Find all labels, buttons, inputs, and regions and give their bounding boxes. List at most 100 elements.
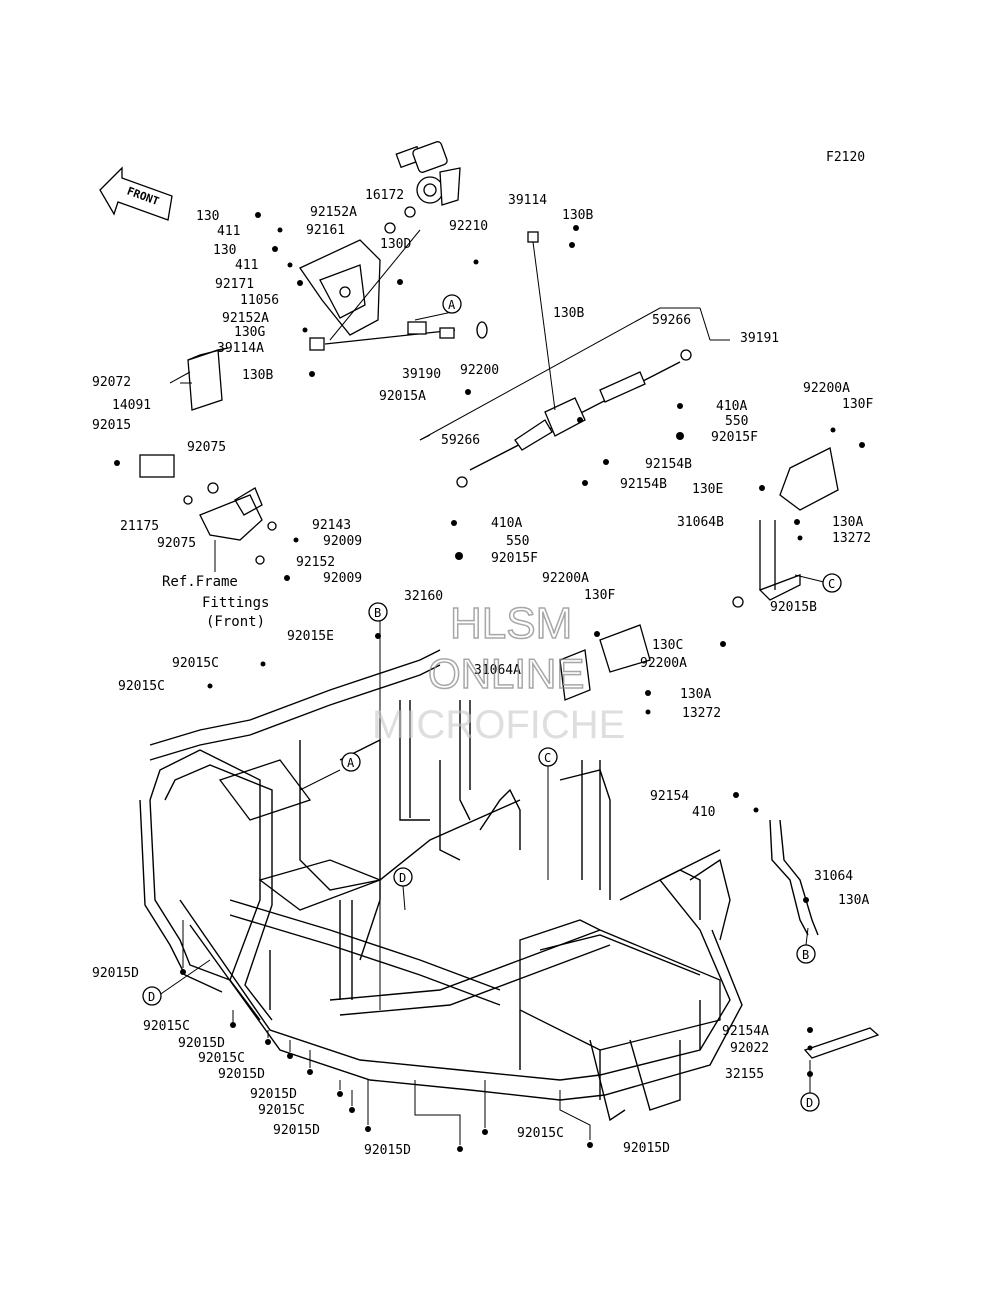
part-label: 410A [716,399,747,414]
part-label: 92015D [364,1143,411,1158]
part-label: 130B [562,208,593,223]
part-label: 92210 [449,219,488,234]
bracket-31064a [559,624,651,701]
callout-c-bracket: C [822,573,842,593]
part-label: 92171 [215,277,254,292]
part-label: 92015F [491,551,538,566]
part-label: 11056 [240,293,279,308]
part-label: 13272 [832,531,871,546]
svg-text:A: A [347,756,355,770]
part-label: 411 [235,258,258,273]
callout-c-frame: C [538,747,558,767]
part-label: 130 [196,209,219,224]
part-label: 92152A [310,205,357,220]
svg-text:B: B [802,948,809,962]
part-label: 92154B [620,477,667,492]
fastener-markers [114,212,865,1152]
part-label: 92015A [379,389,426,404]
part-label: 410 [692,805,715,820]
part-label: 92143 [312,518,351,533]
part-label: 32160 [404,589,443,604]
part-label: 130C [652,638,683,653]
svg-text:D: D [399,871,406,885]
part-label: 92015C [258,1103,305,1118]
watermark-line-1: HLSM [450,599,572,648]
svg-text:C: C [544,751,551,765]
svg-text:Ref.Frame: Ref.Frame [162,574,238,590]
part-label: 92022 [730,1041,769,1056]
svg-text:C: C [828,577,835,591]
part-label: 92200A [542,571,589,586]
part-label: 21175 [120,519,159,534]
part-label: 92015F [711,430,758,445]
svg-text:D: D [806,1096,813,1110]
callout-b-frame: B [368,602,388,622]
part-label: 92200 [460,363,499,378]
front-arrow-icon: FRONT [99,166,173,221]
callout-d-plate: D [800,1092,820,1112]
callout-b-bracket: B [796,944,816,964]
watermark-line-3: MICROFICHE [372,703,625,747]
steering-shaft-39190 [309,321,488,351]
svg-text:A: A [448,298,456,312]
part-label: 39114 [508,193,547,208]
ref-frame-note: Ref.Frame Fittings (Front) [162,574,269,630]
diagram-code: F2120 [826,150,865,165]
part-label: 92152A [222,311,269,326]
part-label: 92154A [722,1024,769,1039]
part-label: 550 [725,414,748,429]
svg-text:(Front): (Front) [206,614,265,630]
part-label: 130B [553,306,584,321]
bracket-31064 [769,819,819,936]
part-label: 16172 [365,188,404,203]
callout-d-frame-mid: D [393,867,413,887]
steering-motor-unit [384,141,461,234]
part-label: 92015C [198,1051,245,1066]
part-label: 92009 [323,571,362,586]
part-label: 130E [692,482,723,497]
part-label: 92161 [306,223,345,238]
part-label: 92152 [296,555,335,570]
part-label: 92075 [157,536,196,551]
watermark: HLSM ONLINE MICROFICHE [372,598,625,747]
part-label: 92015C [143,1019,190,1034]
part-label: 31064 [814,869,853,884]
front-fittings-bracket [139,454,277,572]
part-label: 92015D [178,1036,225,1051]
part-label: 130A [680,687,711,702]
part-label: 92154 [650,789,689,804]
callout-a-top: A [442,294,462,314]
svg-text:D: D [148,990,155,1004]
part-label: 92200A [803,381,850,396]
part-label: 130 [213,243,236,258]
main-frame [139,649,743,1122]
part-labels: 16172 92152A 92161 130 411 130 411 92171… [92,188,873,1158]
part-label: 31064B [677,515,724,530]
part-label: 59266 [652,313,691,328]
part-label: 92015D [273,1123,320,1138]
part-label: 92015D [218,1067,265,1082]
part-label: 130A [832,515,863,530]
part-label: 92075 [187,440,226,455]
part-label: 39191 [740,331,779,346]
fastener-leaders [182,920,591,1145]
part-label: 92015C [118,679,165,694]
bracket-31064b [732,447,839,608]
steering-rack-39191 [456,231,692,488]
callout-leaders [151,311,829,1093]
part-label: 550 [506,534,529,549]
part-label: 410A [491,516,522,531]
svg-text:B: B [374,606,381,620]
part-label: 92072 [92,375,131,390]
part-label: 14091 [112,398,151,413]
part-label: 130A [838,893,869,908]
part-label: 39190 [402,367,441,382]
part-label: 411 [217,224,240,239]
callout-a-frame: A [341,752,361,772]
part-label: 92015C [517,1126,564,1141]
watermark-line-2: ONLINE [428,650,584,697]
part-label: 59266 [441,433,480,448]
part-label: 39114A [217,341,264,356]
part-label: 13272 [682,706,721,721]
